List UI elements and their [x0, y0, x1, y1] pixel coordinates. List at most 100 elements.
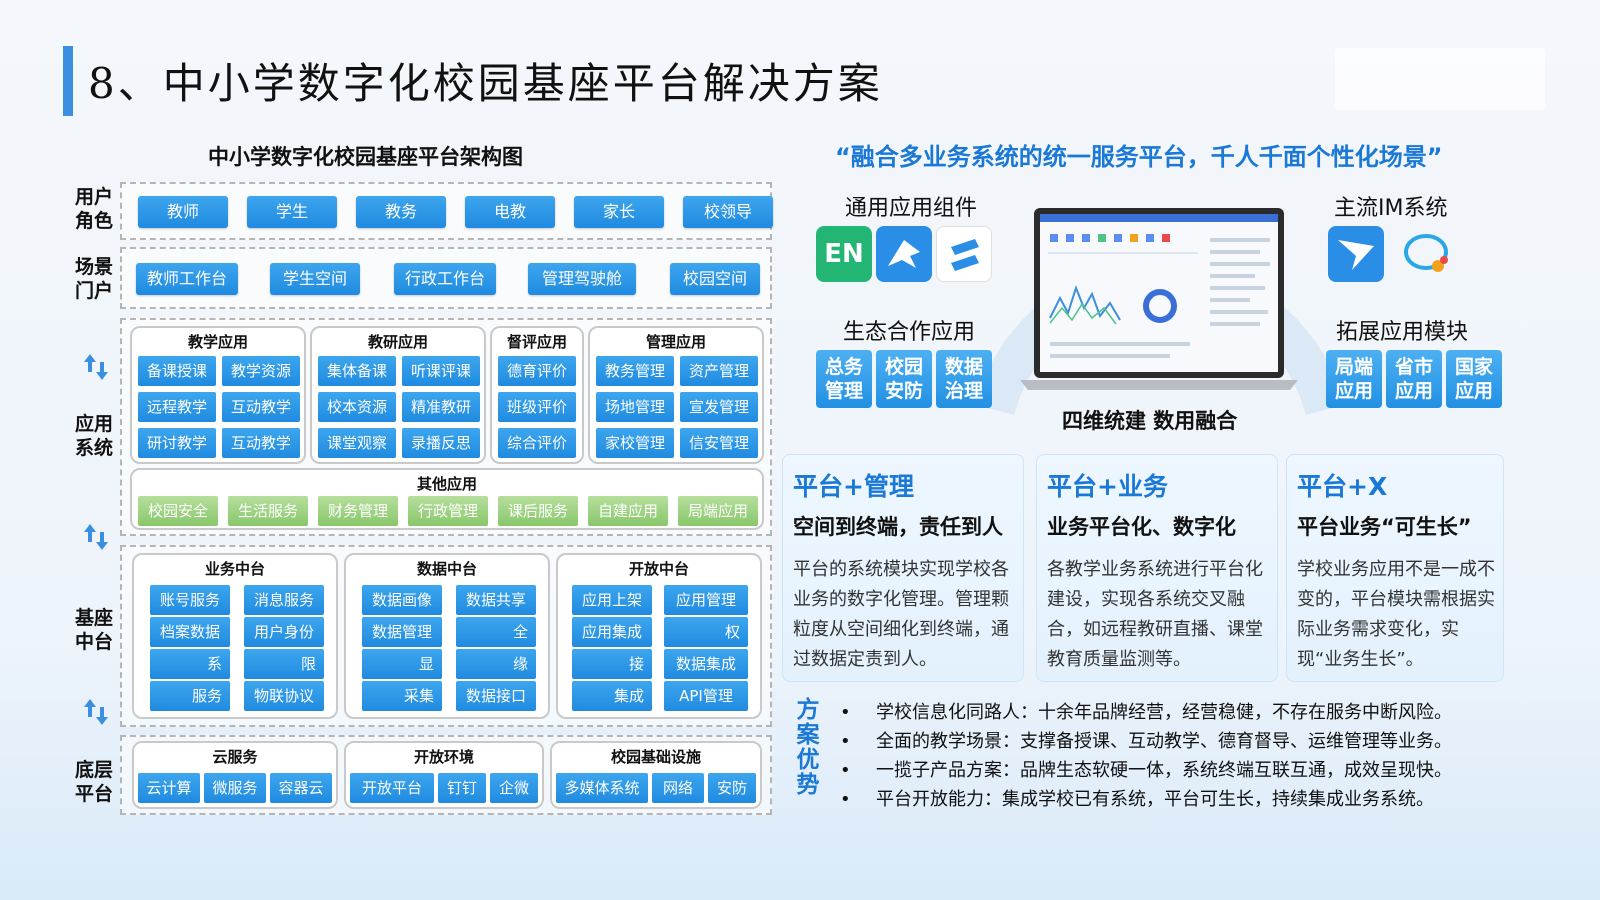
en-icon: EN: [816, 226, 872, 282]
base-cell: 容器云: [270, 773, 332, 803]
group-title: 业务中台: [204, 560, 265, 578]
middle-group-business: 业务中台 账号服务 消息服务 档案数据 用户身份 系 限 服务 物联协议: [132, 553, 338, 719]
ext-tile-national: 国家 应用: [1446, 350, 1502, 408]
middle-cell: API管理: [664, 681, 748, 711]
other-app-cell: 行政管理: [408, 496, 488, 526]
group-title: 数据中台: [416, 560, 477, 578]
mainstream-im-label: 主流IM系统: [1334, 196, 1448, 221]
role-leader: 校领导: [683, 196, 773, 228]
row-label-line: 门户: [74, 280, 113, 302]
app-cell: 家校管理: [596, 428, 674, 458]
card-heading: 平台+管理: [793, 472, 914, 501]
middle-cell: 应用管理: [664, 585, 748, 615]
row-label-base: 底层 平台: [70, 758, 118, 806]
ext-modules-label: 拓展应用模块: [1336, 320, 1469, 345]
app-cell: 录播反思: [402, 428, 480, 458]
base-cell: 企微: [490, 773, 538, 803]
other-app-cell: 生活服务: [228, 496, 308, 526]
card-platform-x: 平台+X 平台业务“可生长” 学校业务应用不是一成不变的，平台模块需根据实际业务…: [1286, 454, 1504, 682]
group-title: 管理应用: [645, 333, 706, 351]
tile-line: 校园: [884, 356, 923, 378]
app-cell: 备课授课: [138, 356, 216, 386]
middle-cell: 权: [664, 617, 748, 647]
slogan: “融合多业务系统的统一服务平台，千人千面个性化场景”: [835, 143, 1443, 171]
row-label-line: 基座: [74, 607, 113, 629]
app-group-management: 管理应用 教务管理 资产管理 场地管理 宣发管理 家校管理 信安管理: [588, 326, 764, 464]
middle-cell: 数据管理: [362, 617, 442, 647]
bullet-text: 全面的教学场景：支撑备授课、互动教学、德育督导、运维管理等业务。: [876, 731, 1452, 752]
eco-tile-data-governance: 数据 治理: [936, 350, 992, 408]
app-cell: 课堂观察: [318, 428, 396, 458]
portal-campus-space: 校园空间: [670, 263, 760, 295]
app-cell: 教学资源: [222, 356, 300, 386]
bird-icon: [876, 226, 932, 282]
up-down-arrow-icon: [84, 699, 108, 725]
bullet-text: 平台开放能力：集成学校已有系统，平台可生长，持续集成业务系统。: [876, 789, 1434, 810]
app-cell: 校本资源: [318, 392, 396, 422]
app-group-evaluation: 督评应用 德育评价 班级评价 综合评价: [490, 326, 584, 464]
role-student: 学生: [247, 196, 337, 228]
role-parent: 家长: [574, 196, 664, 228]
portal-student-space: 学生空间: [270, 263, 360, 295]
row-label-line: 平台: [74, 783, 113, 805]
base-cell: 微服务: [204, 773, 266, 803]
row-label-user-roles: 用户 角色: [70, 185, 118, 233]
app-cell: 综合评价: [498, 428, 576, 458]
role-academic: 教务: [356, 196, 446, 228]
tile-line: 省市: [1394, 356, 1433, 378]
bullet-dot: •: [840, 760, 851, 781]
app-cell: 听课评课: [402, 356, 480, 386]
row-label-line: 底层: [74, 759, 113, 781]
group-title: 教研应用: [367, 333, 428, 351]
app-cell: 宣发管理: [680, 392, 758, 422]
base-cell: 钉钉: [438, 773, 486, 803]
group-title: 云服务: [212, 748, 258, 766]
middle-cell: 账号服务: [150, 585, 230, 615]
app-group-research: 教研应用 集体备课 听课评课 校本资源 精准教研 课堂观察 录播反思: [310, 326, 486, 464]
base-cell: 云计算: [138, 773, 200, 803]
middle-group-open: 开放中台 应用上架 应用管理 应用集成 权 接 数据集成 集成 API管理: [556, 553, 762, 719]
app-cell: 研讨教学: [138, 428, 216, 458]
app-group-other: 其他应用 校园安全 生活服务 财务管理 行政管理 课后服务 自建应用 局端应用: [130, 468, 764, 530]
app-systems-box: 教学应用 备课授课 教学资源 远程教学 互动教学 研讨教学 互动教学 教研应用 …: [120, 318, 772, 536]
middle-platform-box: 业务中台 账号服务 消息服务 档案数据 用户身份 系 限 服务 物联协议 数据中…: [120, 545, 772, 727]
row-label-line: 角色: [74, 210, 113, 232]
advantage-bullet: •全面的教学场景：支撑备授课、互动教学、德育督导、运维管理等业务。: [840, 727, 1452, 753]
chat-bubble-icon: [1398, 226, 1454, 282]
tile-line: 数据: [944, 356, 983, 378]
app-group-teaching: 教学应用 备课授课 教学资源 远程教学 互动教学 研讨教学 互动教学: [130, 326, 306, 464]
base-cell: 安防: [708, 773, 756, 803]
eco-tile-general-affairs: 总务 管理: [816, 350, 872, 408]
card-body-text: 学校业务应用不是一成不变的，平台模块需根据实际业务需求变化，实现“业务生长”。: [1297, 559, 1495, 670]
middle-cell: 采集: [362, 681, 442, 711]
middle-cell: 数据接口: [456, 681, 536, 711]
middle-cell: 全: [456, 617, 536, 647]
row-label-line: 场景: [74, 256, 113, 278]
ext-tile-bureau: 局端 应用: [1326, 350, 1382, 408]
tile-line: 治理: [944, 380, 983, 402]
row-label-line: 用户: [74, 186, 113, 208]
app-cell: 集体备课: [318, 356, 396, 386]
row-label-line: 系统: [74, 437, 113, 459]
tile-line: 应用: [1454, 380, 1493, 402]
advantage-bullet: •一揽子产品方案：品牌生态软硬一体，系统终端互联互通，成效呈现快。: [840, 756, 1452, 782]
user-roles-box: 教师 学生 教务 电教 家长 校领导: [120, 182, 773, 240]
tile-line: 安防: [884, 380, 923, 402]
other-app-cell: 校园安全: [138, 496, 218, 526]
base-platform-box: 云服务 云计算 微服务 容器云 开放环境 开放平台 钉钉 企微 校园基础设施 多…: [120, 735, 772, 815]
adv-char: 势: [796, 772, 820, 798]
card-heading: 平台+业务: [1047, 472, 1168, 501]
group-title: 其他应用: [416, 475, 477, 493]
row-label-line: 应用: [74, 413, 113, 435]
app-cell: 教务管理: [596, 356, 674, 386]
middle-cell: 物联协议: [244, 681, 324, 711]
laptop-dashboard-image: [1020, 208, 1298, 390]
advantage-bullet: •平台开放能力：集成学校已有系统，平台可生长，持续集成业务系统。: [840, 785, 1434, 811]
tile-line: 应用: [1334, 380, 1373, 402]
group-title: 督评应用: [506, 333, 567, 351]
eco-apps-label: 生态合作应用: [843, 320, 976, 345]
base-cell: 多媒体系统: [556, 773, 648, 803]
card-subheading: 业务平台化、数字化: [1047, 515, 1236, 539]
tile-line: 应用: [1394, 380, 1433, 402]
group-title: 教学应用: [187, 333, 248, 351]
